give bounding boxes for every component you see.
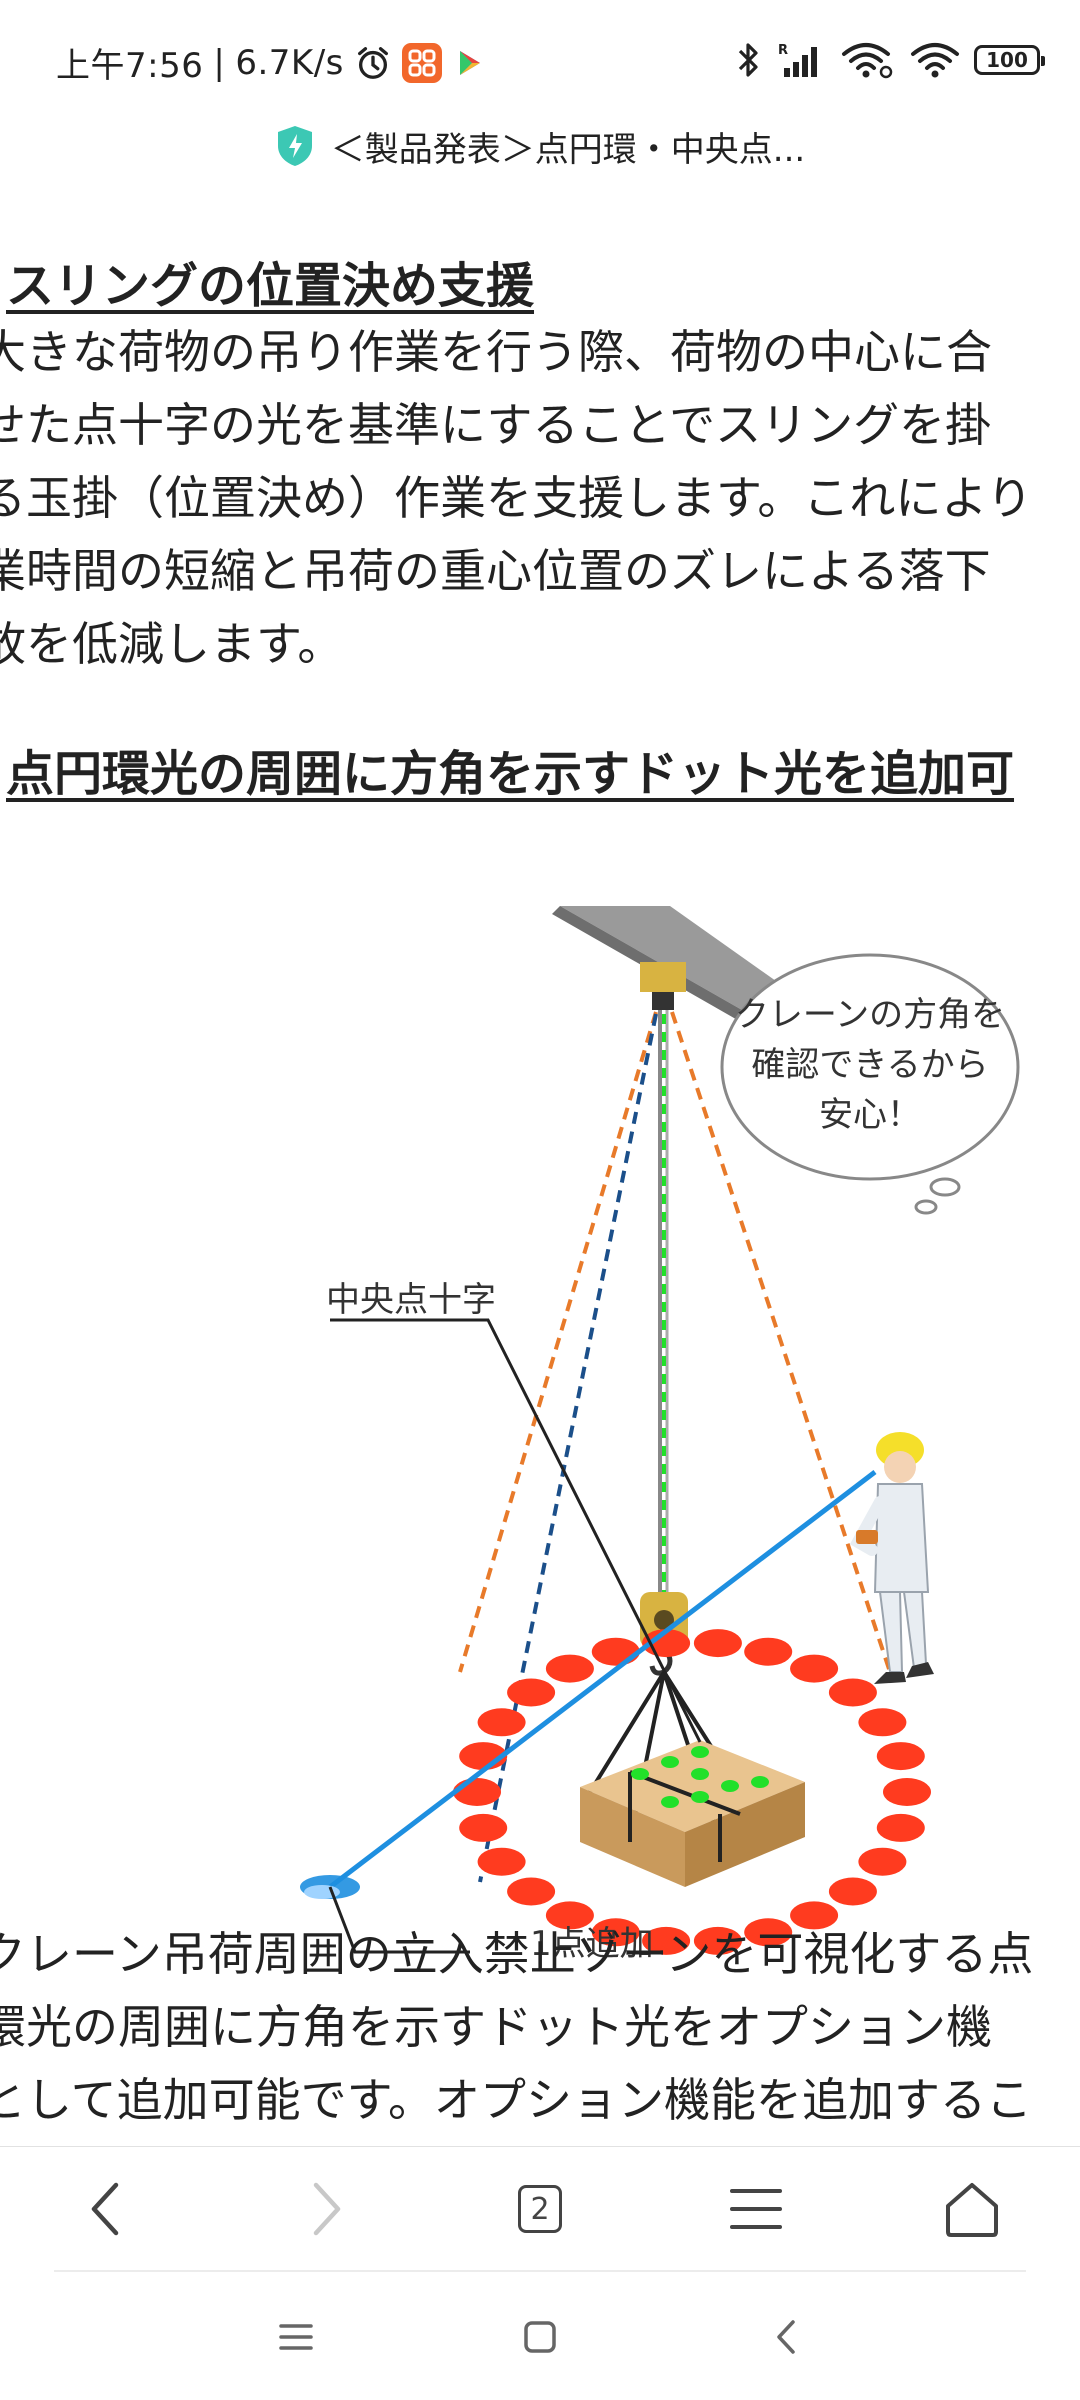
crane-diagram: クレーンの方角を 確認できるから 安心！ 中央点十字 1点追加: [300, 902, 1060, 1995]
status-separator: |: [213, 42, 226, 83]
red-dot: [883, 1778, 931, 1806]
label-center-cross: 中央点十字: [326, 1280, 496, 1320]
red-dot: [642, 1926, 691, 1955]
bluetooth-icon: [738, 43, 758, 77]
red-dot: [744, 1637, 793, 1666]
red-dot: [507, 1678, 556, 1707]
article-content[interactable]: スリングの位置決め支援 大きな荷物の吊り作業を行う際、荷物の中心に合 せた点十字…: [0, 182, 1080, 2146]
red-dot: [545, 1901, 594, 1930]
paragraph-line: せた点十字の光を基準にすることでスリングを掛: [0, 398, 992, 452]
system-back-button[interactable]: [756, 2312, 816, 2362]
tabs-button[interactable]: 2: [504, 2173, 576, 2245]
label-one-point-added: 1点追加: [530, 1924, 654, 1964]
status-net-speed: 6.7K/s: [235, 42, 344, 83]
worker-figure: [849, 1432, 934, 1684]
red-dot: [858, 1847, 907, 1876]
status-time: 上午7:56: [56, 46, 204, 86]
battery-level: 100: [986, 48, 1028, 72]
system-home-button[interactable]: [510, 2312, 570, 2362]
paragraph-line: 大きな荷物の吊り作業を行う際、荷物の中心に合: [0, 325, 992, 379]
status-bar: 上午7:56 | 6.7K/s: [0, 0, 1080, 122]
red-dot: [828, 1678, 877, 1707]
red-dot: [477, 1847, 526, 1876]
status-left: 上午7:56 | 6.7K/s: [56, 38, 486, 87]
home-button[interactable]: [936, 2173, 1008, 2245]
menu-icon: [730, 2189, 782, 2229]
red-dot: [591, 1637, 640, 1666]
red-dot: [876, 1813, 925, 1842]
red-dot: [453, 1778, 501, 1806]
menu-button[interactable]: [720, 2173, 792, 2245]
red-dot: [744, 1918, 793, 1947]
bubble-line: 安心！: [819, 1095, 921, 1135]
back-button[interactable]: [70, 2173, 142, 2245]
red-dot: [477, 1708, 526, 1737]
red-dot: [693, 1926, 742, 1955]
red-dot: [545, 1654, 594, 1683]
bubble-line: クレーンの方角を: [734, 995, 1006, 1035]
system-recents-button[interactable]: [266, 2312, 326, 2362]
crane-illustration: [300, 906, 1020, 1995]
forward-button[interactable]: [290, 2173, 362, 2245]
browser-toolbar: 2: [0, 2146, 1080, 2271]
bubble-line: 確認できるから: [751, 1045, 989, 1085]
red-dot: [591, 1918, 640, 1947]
paragraph-line: 業時間の短縮と吊荷の重心位置のズレによる落下: [0, 544, 991, 598]
red-dot: [790, 1654, 839, 1683]
recents-icon: [279, 2324, 313, 2350]
chevron-right-icon: [313, 2182, 341, 2236]
paragraph-line: クレーン吊荷周囲の立入禁止ゾーンを可視化する点: [0, 1927, 1034, 1981]
app-notification-icon: [401, 42, 442, 83]
svg-text:R: R: [778, 43, 788, 58]
cell-signal-icon: R: [778, 43, 817, 77]
paragraph-line: として追加可能です。オプション機能を追加するこ: [0, 2073, 1033, 2127]
paragraph-line: る玉掛（位置決め）作業を支援します。これにより: [0, 471, 1033, 525]
red-dot: [459, 1813, 508, 1842]
battery-icon: 100: [974, 45, 1045, 75]
shield-icon: [277, 126, 312, 166]
square-home-icon: [524, 2321, 556, 2353]
chevron-left-icon: [91, 2182, 119, 2236]
play-store-icon: [459, 50, 480, 75]
alarm-icon: [357, 46, 388, 79]
tab-count: 2: [518, 2185, 562, 2233]
red-dot: [858, 1708, 907, 1737]
wifi-icon-2: [911, 43, 959, 78]
red-dot: [790, 1901, 839, 1930]
red-dot: [828, 1877, 877, 1906]
status-right: R 100: [736, 40, 1045, 80]
back-arrow-icon: [777, 2320, 795, 2354]
heading-dot-light: 点円環光の周囲に方角を示すドット光を追加可: [6, 746, 1015, 802]
home-icon: [946, 2183, 998, 2237]
address-bar[interactable]: ＜製品発表＞点円環・中央点...: [0, 110, 1080, 182]
heading-sling-positioning: スリングの位置決め支援: [6, 258, 535, 314]
system-navigation: [0, 2272, 1080, 2400]
paragraph-crane-zone: クレーン吊荷周囲の立入禁止ゾーンを可視化する点 環光の周囲に方角を示すドット光を…: [0, 1918, 1080, 2137]
wifi-icon: [842, 43, 893, 79]
page-title: ＜製品発表＞点円環・中央点...: [330, 129, 806, 170]
paragraph-line: 環光の周囲に方角を示すドット光をオプション機: [0, 2000, 992, 2054]
paragraph-sling: 大きな荷物の吊り作業を行う際、荷物の中心に合 せた点十字の光を基準にすることでス…: [0, 316, 1080, 681]
paragraph-line: 故を低減します。: [0, 617, 344, 671]
red-dot: [693, 1629, 742, 1658]
thought-bubble-text: クレーンの方角を 確認できるから 安心！: [720, 990, 1020, 1140]
red-dot: [876, 1742, 925, 1771]
red-dot: [507, 1877, 556, 1906]
toolbar-divider: [54, 2270, 1026, 2272]
